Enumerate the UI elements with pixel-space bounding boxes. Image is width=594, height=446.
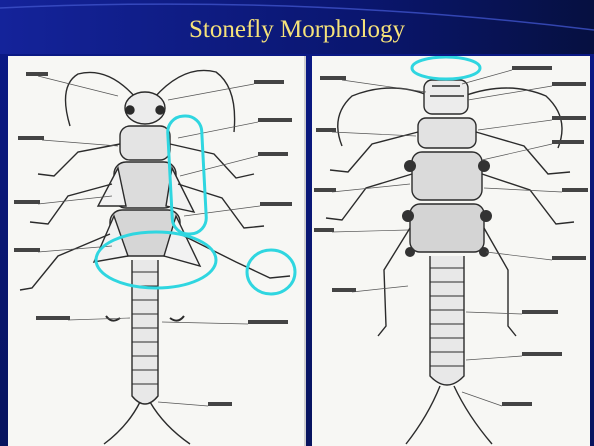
stonefly-ventral-diagram [312, 56, 590, 446]
ventral-diagram-panel [312, 56, 590, 446]
slide-title: Stonefly Morphology [0, 15, 594, 45]
dorsal-diagram-panel [8, 56, 306, 446]
highlight-circles [412, 57, 480, 79]
stonefly-dorsal-diagram [8, 56, 304, 446]
